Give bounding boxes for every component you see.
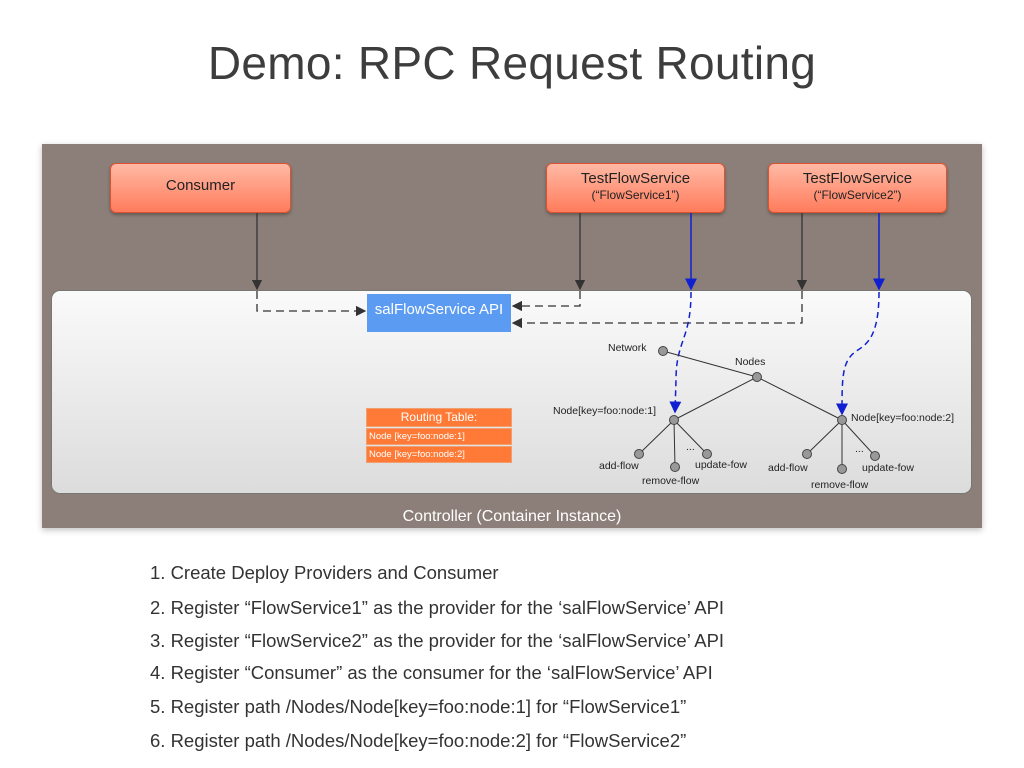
node1-update-flow-label: update-fow [695, 459, 747, 471]
routing-table: Routing Table: Node [key=foo:node:1] Nod… [366, 408, 512, 463]
node1-ellipsis: ... [686, 441, 695, 453]
provider2-sublabel: (“FlowService2”) [813, 188, 902, 202]
provider1-sublabel: (“FlowService1”) [591, 188, 680, 202]
node2-ellipsis: ... [855, 443, 864, 455]
step-item: 2. Register “FlowService1” as the provid… [150, 597, 725, 618]
provider2-label: TestFlowService [802, 170, 913, 187]
sal-flow-service-api-box: salFlowService API [367, 294, 511, 332]
step-item: 5. Register path /Nodes/Node[key=foo:nod… [150, 696, 687, 717]
node1-label: Node[key=foo:node:1] [553, 405, 657, 417]
step-item: 4. Register “Consumer” as the consumer f… [150, 662, 713, 683]
provider1-label: TestFlowService [580, 170, 691, 187]
step-item: 1. Create Deploy Providers and Consumer [150, 562, 499, 583]
slide-title: Demo: RPC Request Routing [207, 37, 817, 89]
nodes-label: Nodes [735, 356, 766, 368]
routing-table-row: Node [key=foo:node:1] [366, 428, 512, 445]
provider1-box: TestFlowService (“FlowService1”) [546, 163, 725, 213]
network-label: Network [608, 342, 647, 354]
node2-label: Node[key=foo:node:2] [851, 412, 955, 424]
provider2-box: TestFlowService (“FlowService2”) [768, 163, 947, 213]
node2-update-flow-label: update-fow [862, 462, 914, 474]
node2-add-flow-label: add-flow [768, 462, 808, 474]
node1-remove-flow-label: remove-flow [642, 475, 700, 487]
routing-table-row: Node [key=foo:node:2] [366, 446, 512, 463]
consumer-label: Consumer [165, 177, 236, 194]
routing-table-header: Routing Table: [366, 408, 512, 427]
controller-label: Controller (Container Instance) [402, 508, 622, 525]
step-item: 3. Register “FlowService2” as the provid… [150, 630, 725, 651]
step-item: 6. Register path /Nodes/Node[key=foo:nod… [150, 730, 687, 751]
node1-add-flow-label: add-flow [599, 460, 639, 472]
node2-remove-flow-label: remove-flow [811, 479, 869, 491]
controller-inner-area [51, 290, 972, 494]
consumer-box: Consumer [110, 163, 291, 213]
